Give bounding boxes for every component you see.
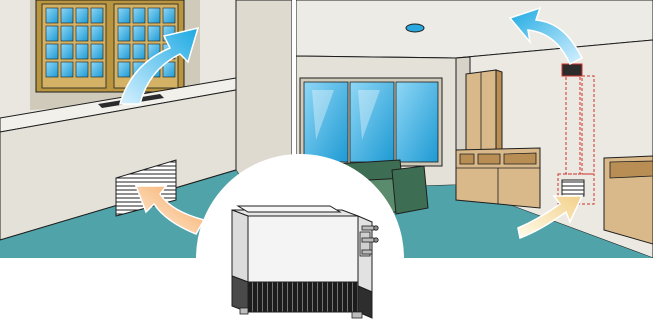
left-window [36,0,184,92]
ceiling-light-icon [406,24,424,32]
tall-cabinet [466,70,502,152]
wall-return-grille [562,180,584,196]
unit-return-grille [248,282,358,312]
unit-front-panel [248,216,358,282]
low-cabinet [456,148,540,208]
ceiling-outlet-vent [562,64,582,76]
right-cabinet [604,156,653,244]
right-window [300,78,442,166]
